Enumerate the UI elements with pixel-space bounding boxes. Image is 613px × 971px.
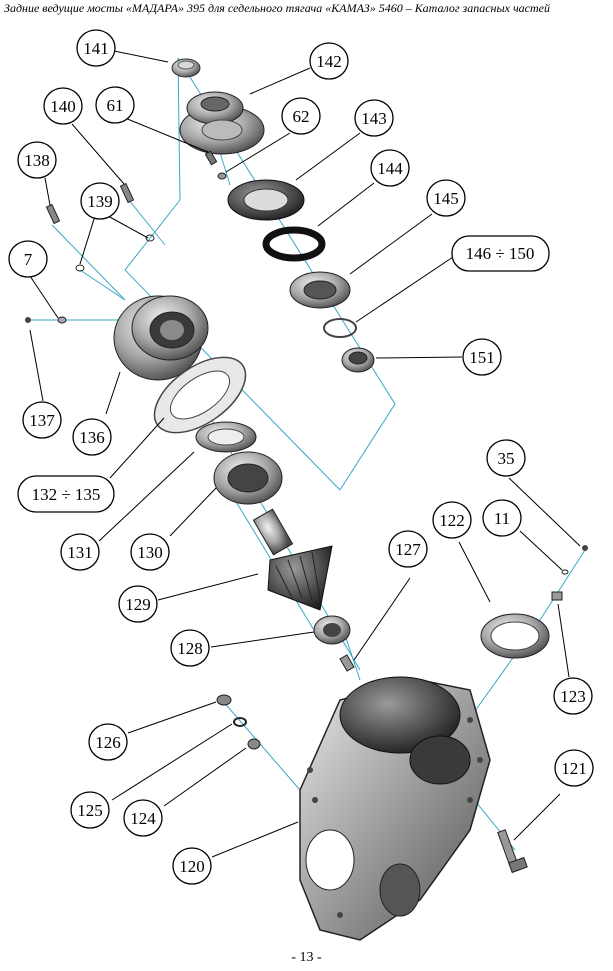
part-144-oring xyxy=(262,226,326,262)
part-131-ring xyxy=(195,421,257,453)
callout-132-135: 132 ÷ 135 xyxy=(17,475,115,513)
callout-137-label: 137 xyxy=(29,411,55,430)
part-7-plug xyxy=(57,316,67,324)
callout-142-label: 142 xyxy=(316,52,342,71)
callout-129-label: 129 xyxy=(125,595,151,614)
callout-143-label: 143 xyxy=(361,109,387,128)
part-35-fitting xyxy=(582,545,588,551)
callout-127-label: 127 xyxy=(395,540,421,559)
part-123-bolt xyxy=(551,591,563,601)
callout-146-150-label: 146 ÷ 150 xyxy=(466,244,535,263)
callout-136: 136 xyxy=(72,418,112,456)
callout-140-label: 140 xyxy=(50,97,76,116)
callout-126: 126 xyxy=(88,723,128,761)
callout-132-135-label: 132 ÷ 135 xyxy=(32,485,101,504)
callout-141-label: 141 xyxy=(83,39,109,58)
callout-141: 141 xyxy=(76,29,116,67)
callout-7-label: 7 xyxy=(24,250,33,269)
callout-62: 62 xyxy=(281,97,321,135)
callout-125-label: 125 xyxy=(77,801,103,820)
callout-139: 139 xyxy=(80,182,120,220)
part-122-ring xyxy=(480,613,550,659)
callout-130-label: 130 xyxy=(137,543,163,562)
callout-131: 131 xyxy=(60,533,100,571)
part-142-flange xyxy=(179,91,265,155)
callout-62-label: 62 xyxy=(293,107,310,126)
callout-138: 138 xyxy=(17,141,57,179)
callout-124-label: 124 xyxy=(130,809,156,828)
callout-144: 144 xyxy=(370,149,410,187)
callout-139-label: 139 xyxy=(87,192,113,211)
callout-123: 123 xyxy=(553,677,593,715)
callout-143: 143 xyxy=(354,99,394,137)
callout-138-label: 138 xyxy=(24,151,50,170)
callout-61: 61 xyxy=(95,86,135,124)
part-121-bolt xyxy=(497,829,528,874)
callout-122: 122 xyxy=(432,501,472,539)
part-62-washer xyxy=(217,172,227,180)
callout-137: 137 xyxy=(22,401,62,439)
part-61-bolt xyxy=(204,150,218,166)
callout-125: 125 xyxy=(70,791,110,829)
callout-131-label: 131 xyxy=(67,543,93,562)
callout-7: 7 xyxy=(8,240,48,278)
part-140-bolt xyxy=(119,182,135,204)
part-127-pin xyxy=(339,654,355,672)
callout-136-label: 136 xyxy=(79,428,105,447)
leader-lines xyxy=(29,50,581,858)
callout-122-label: 122 xyxy=(439,511,465,530)
callout-124: 124 xyxy=(123,799,163,837)
callout-61-label: 61 xyxy=(107,96,124,115)
callout-145-label: 145 xyxy=(433,189,459,208)
part-141-cap xyxy=(171,58,201,78)
callout-146-150: 146 ÷ 150 xyxy=(451,235,550,272)
callout-140: 140 xyxy=(43,87,83,125)
callout-11-label: 11 xyxy=(494,509,510,528)
part-139-washers xyxy=(75,234,155,272)
part-128-bearing xyxy=(313,615,351,645)
part-120-main-housing xyxy=(299,676,491,941)
callout-128: 128 xyxy=(170,629,210,667)
callout-123-label: 123 xyxy=(560,687,586,706)
callout-11: 11 xyxy=(482,499,522,537)
callout-121: 121 xyxy=(554,749,594,787)
callout-151-label: 151 xyxy=(469,348,495,367)
callout-35: 35 xyxy=(486,439,526,477)
part-137-plug xyxy=(25,317,31,323)
callout-121-label: 121 xyxy=(561,759,587,778)
page-number: - 13 - xyxy=(291,950,322,965)
part-151-bushing xyxy=(341,347,375,373)
part-129-pinion xyxy=(252,508,333,611)
part-143-seal xyxy=(227,179,305,221)
callout-144-label: 144 xyxy=(377,159,403,178)
callout-128-label: 128 xyxy=(177,639,203,658)
part-145-bearing xyxy=(289,271,351,309)
part-11-washer xyxy=(561,569,569,575)
part-138-bolt xyxy=(45,203,61,225)
callout-127: 127 xyxy=(388,530,428,568)
callout-129: 129 xyxy=(118,585,158,623)
part-124-nut xyxy=(247,738,261,750)
callout-35-label: 35 xyxy=(498,449,515,468)
part-130-bearing xyxy=(213,451,283,505)
callout-151: 151 xyxy=(462,338,502,376)
callout-142: 142 xyxy=(309,42,349,80)
callout-145: 145 xyxy=(426,179,466,217)
part-126-nut xyxy=(216,694,232,706)
callout-120-label: 120 xyxy=(179,857,205,876)
part-136-housing xyxy=(113,295,209,381)
part-146-150-shims xyxy=(323,318,357,338)
callout-120: 120 xyxy=(172,847,212,885)
part-125-washer xyxy=(233,717,247,727)
catalog-header: Задние ведущие мосты «МАДАРА» 395 для се… xyxy=(4,1,550,15)
callout-126-label: 126 xyxy=(95,733,121,752)
callout-130: 130 xyxy=(130,533,170,571)
